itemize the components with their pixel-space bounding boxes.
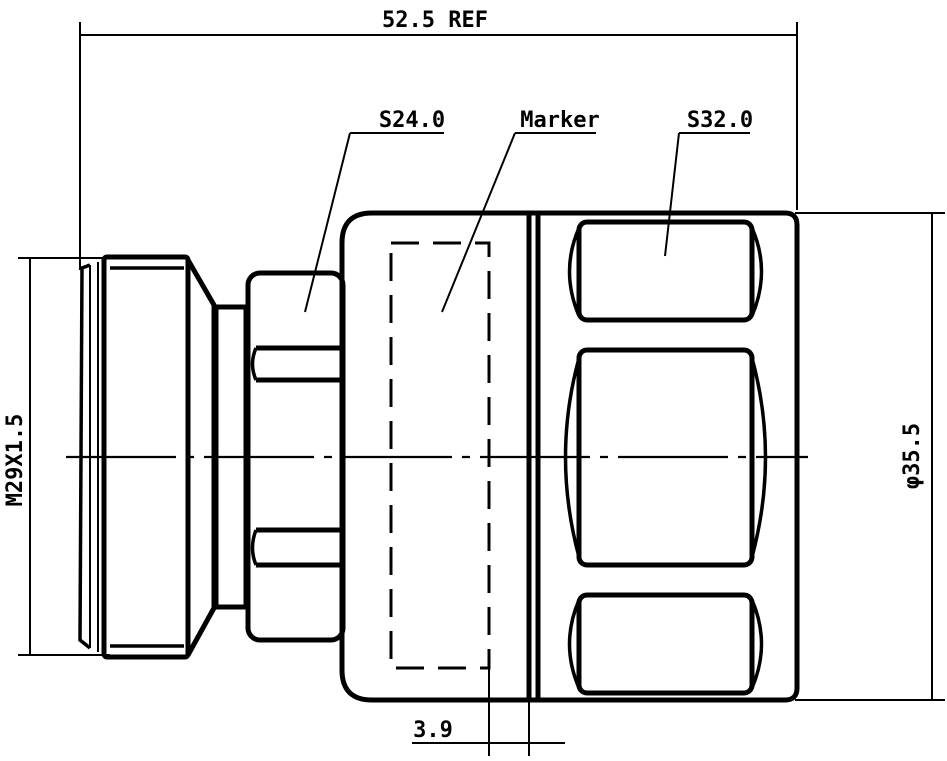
large-hex-callout: S32.0 (664, 108, 753, 257)
diameter-dimension: φ35.5 (795, 212, 945, 701)
gap-label: 3.9 (413, 718, 453, 743)
marker-label: Marker (520, 108, 599, 133)
main-body (339, 210, 541, 703)
overall-length-label: 52.5 REF (382, 8, 488, 33)
small-hex-label: S24.0 (379, 108, 445, 133)
marker-area (389, 241, 491, 670)
overall-length-dimension: 52.5 REF (79, 8, 798, 270)
coupling-nut (78, 254, 249, 660)
gap-dimension: 3.9 (412, 668, 565, 756)
diameter-label: φ35.5 (900, 423, 925, 489)
large-hex-label: S32.0 (687, 108, 753, 133)
marker-callout: Marker (441, 108, 600, 313)
small-hex-body (245, 270, 346, 643)
thread-label: M29X1.5 (3, 414, 28, 507)
thread-dimension: M29X1.5 (3, 257, 110, 656)
large-hex-body (526, 210, 800, 703)
small-hex-callout: S24.0 (304, 108, 445, 313)
